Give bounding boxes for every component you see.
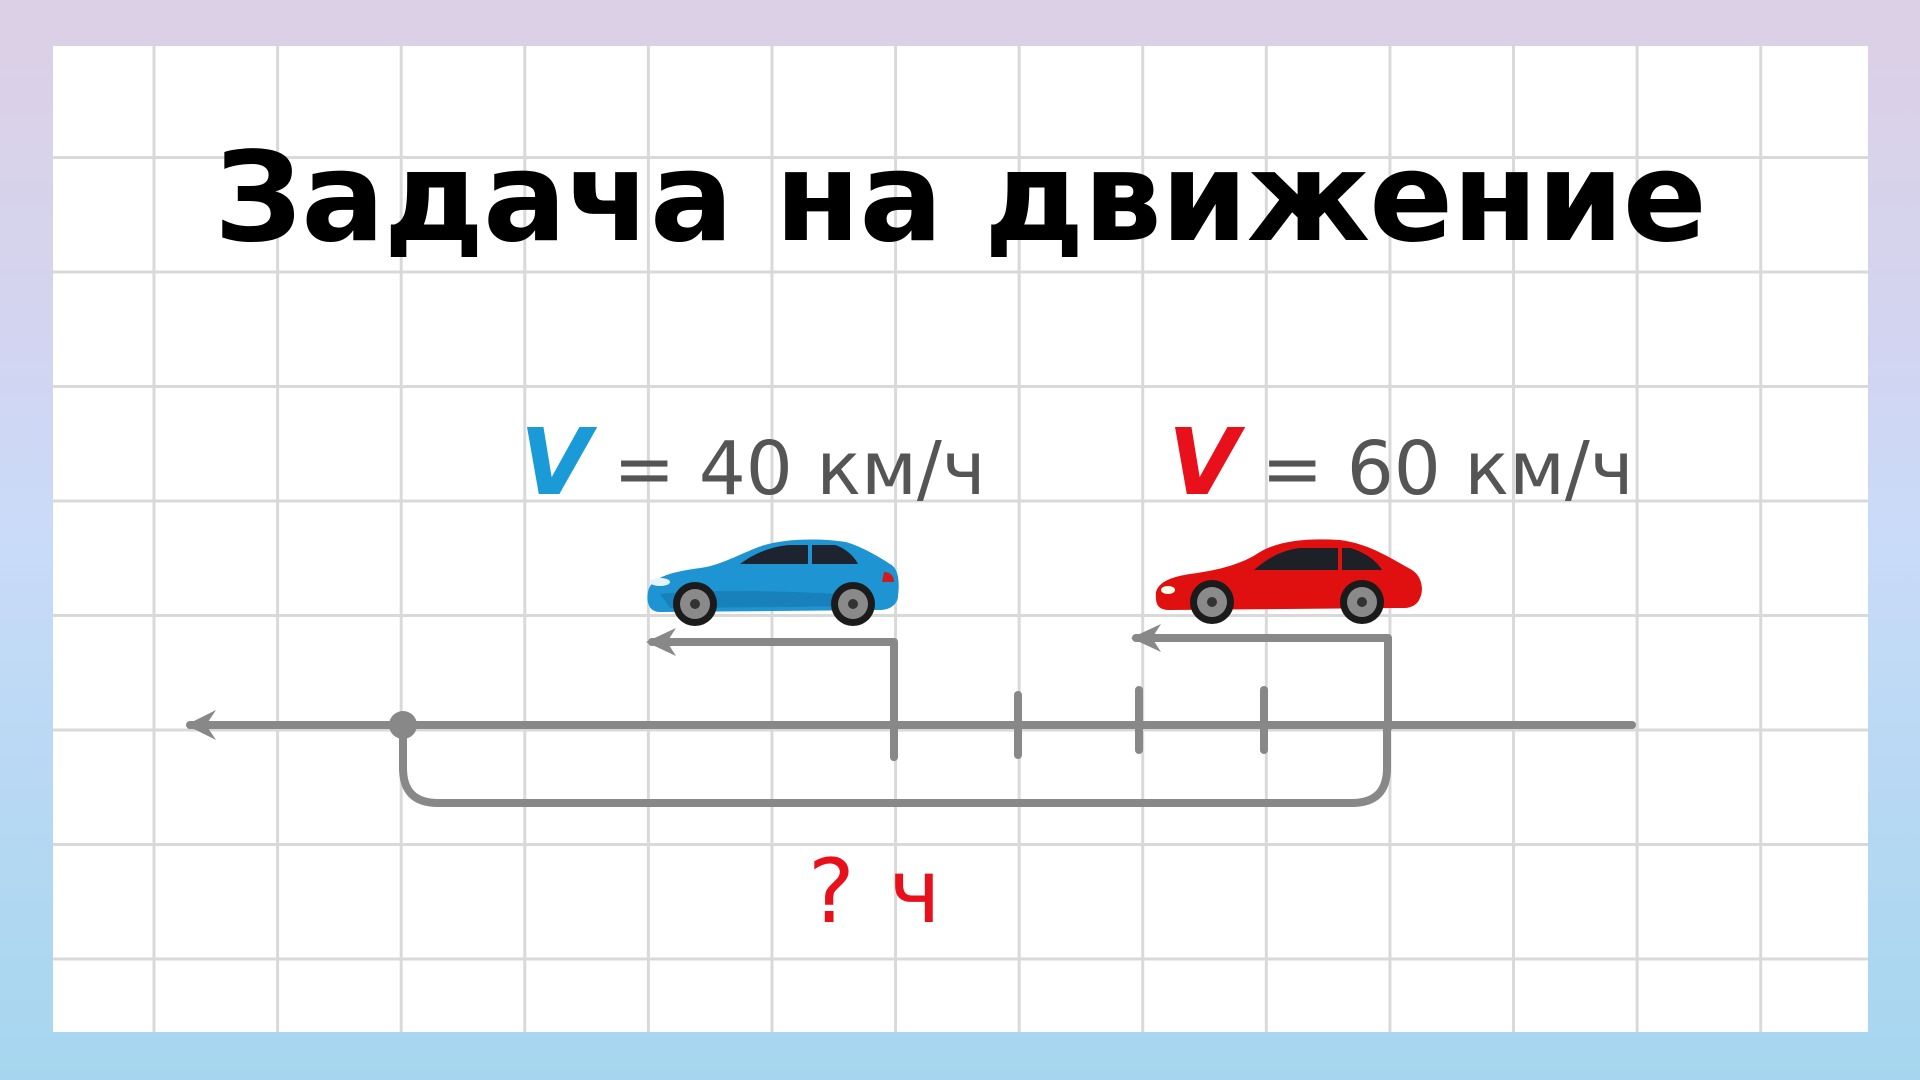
blue-car-icon — [647, 539, 899, 626]
start-point — [389, 711, 417, 739]
slide-title: Задача на движение — [214, 126, 1707, 270]
blue-path-arrow-icon — [646, 628, 676, 656]
velocity-symbol-blue: V — [520, 409, 592, 516]
red-car-speed-label: V= 60 км/ч — [1168, 417, 1634, 514]
wheel-front — [1190, 580, 1234, 624]
number-line-arrow-icon — [186, 710, 216, 740]
velocity-symbol-red: V — [1168, 409, 1240, 516]
time-unit: ч — [888, 840, 941, 943]
wheel-rear — [831, 582, 875, 626]
blue-car-speed-label: V= 40 км/ч — [520, 417, 986, 514]
red-speed-value: = 60 км/ч — [1261, 426, 1634, 512]
time-bracket — [399, 721, 1391, 807]
time-question-label: ?ч — [808, 842, 941, 942]
grid-panel — [53, 46, 1868, 1032]
question-mark: ? — [808, 840, 855, 943]
red-path-arrow-icon — [1131, 624, 1161, 652]
blue-car-path — [648, 638, 898, 761]
red-car-path — [1132, 634, 1392, 732]
wheel-rear — [1340, 580, 1384, 624]
wheel-front — [673, 582, 717, 626]
blue-speed-value: = 40 км/ч — [613, 426, 986, 512]
red-car-icon — [1155, 539, 1422, 624]
